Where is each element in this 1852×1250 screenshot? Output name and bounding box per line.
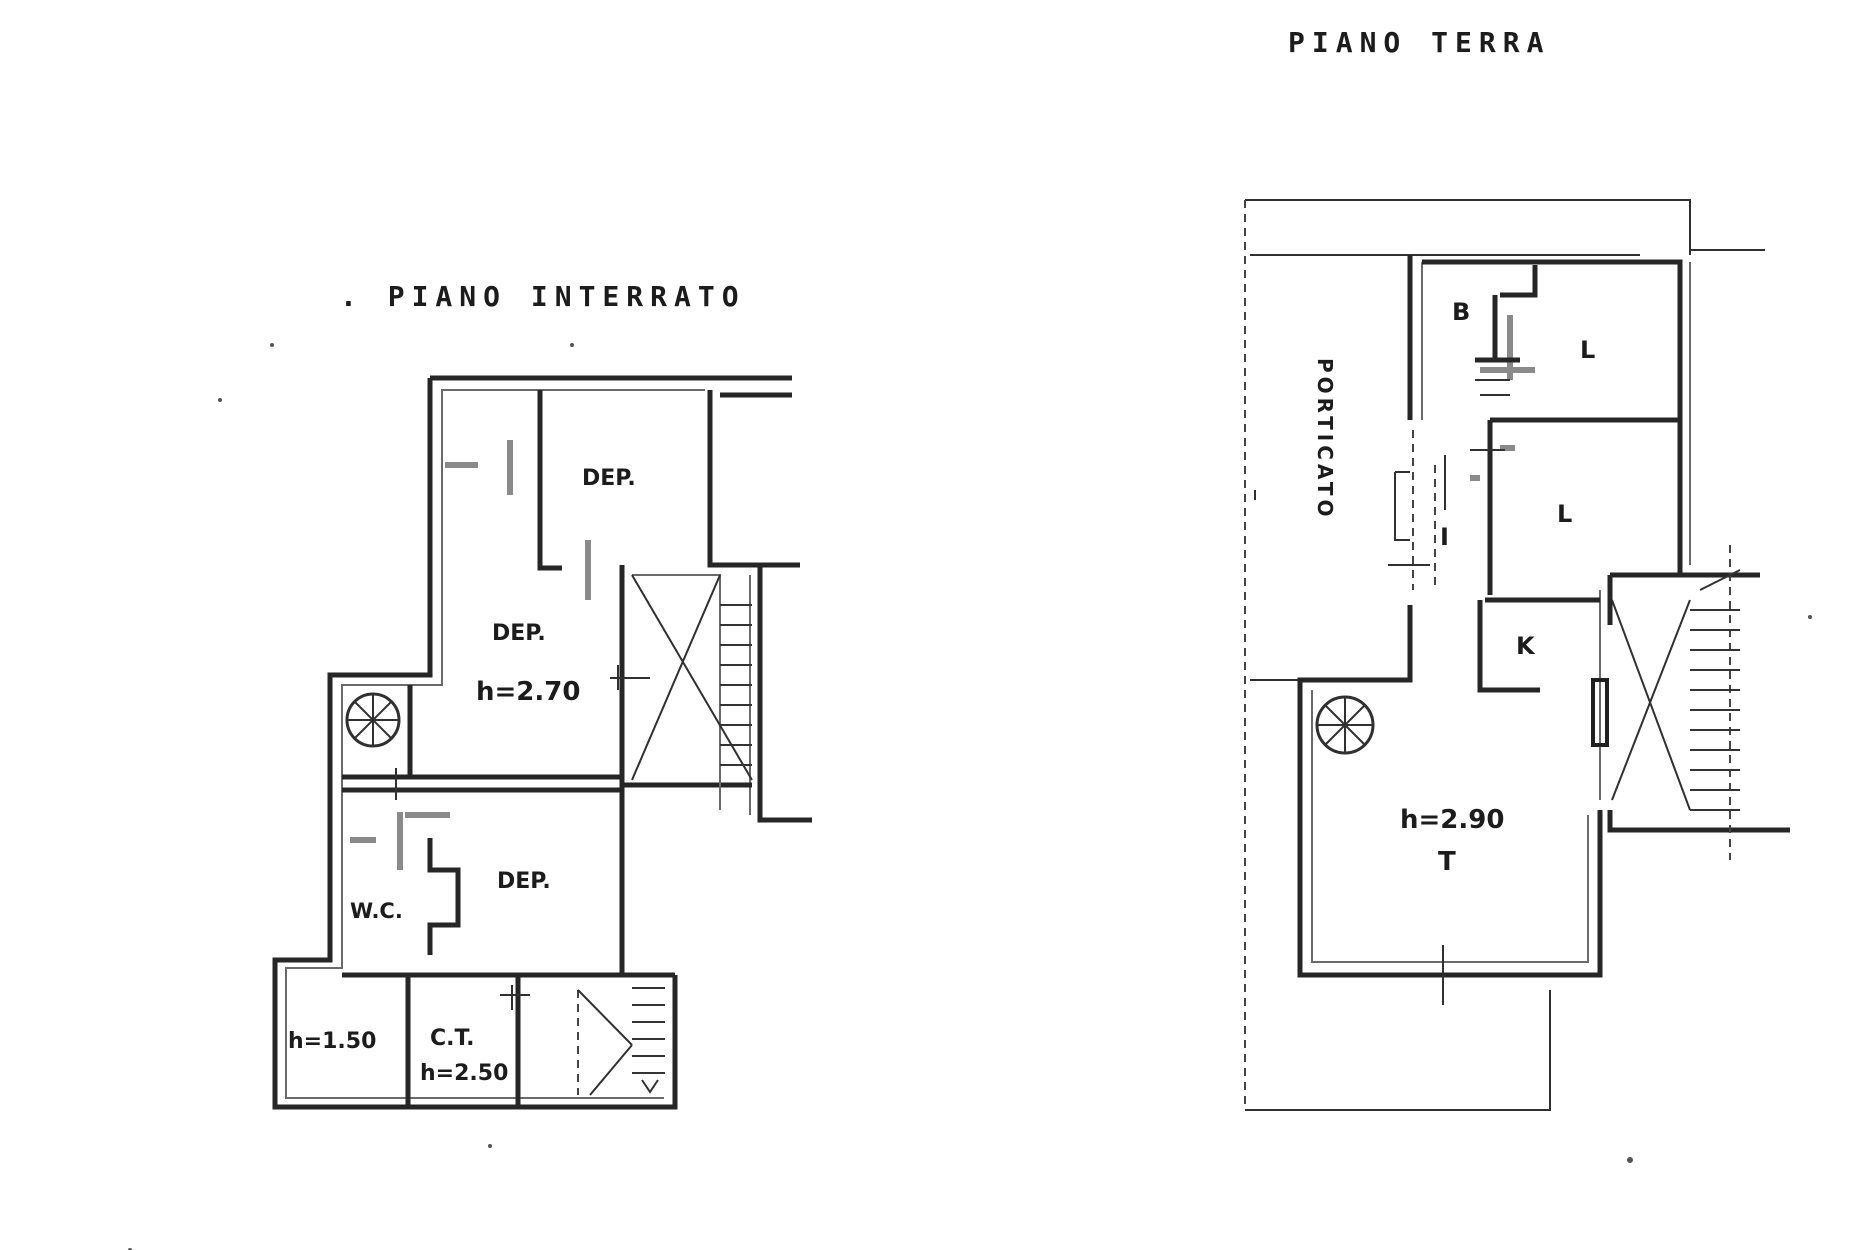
room-label-l-mid: L: [1557, 500, 1572, 528]
room-label-t: T: [1438, 847, 1456, 877]
room-label-i: I: [1440, 523, 1449, 551]
room-label-dep-top: DEP.: [582, 466, 636, 491]
room-label-k: K: [1516, 632, 1536, 660]
room-label-b: B: [1452, 298, 1470, 326]
ceiling-height-main: h=2.70: [476, 677, 580, 707]
room-label-l-top: L: [1580, 336, 1595, 364]
room-label-dep-lower: DEP.: [497, 869, 551, 894]
fan-icon: [345, 692, 401, 748]
room-label-wc: W.C.: [350, 899, 403, 923]
ceiling-height-storage: h=1.50: [288, 1029, 376, 1054]
room-label-porticato: PORTICATO: [1313, 358, 1337, 521]
basement-plan: [272, 375, 812, 1110]
ground-floor-title: PIANO TERRA: [1288, 26, 1550, 59]
room-label-dep-main: DEP.: [492, 621, 546, 646]
ceiling-height-ct: h=2.50: [420, 1061, 508, 1086]
ceiling-height-ground: h=2.90: [1400, 805, 1504, 835]
basement-floor-title: . PIANO INTERRATO: [340, 280, 746, 313]
fan-icon: [1315, 695, 1375, 755]
room-label-ct: C.T.: [430, 1026, 475, 1051]
ground-floor-plan: [1244, 199, 1790, 1111]
